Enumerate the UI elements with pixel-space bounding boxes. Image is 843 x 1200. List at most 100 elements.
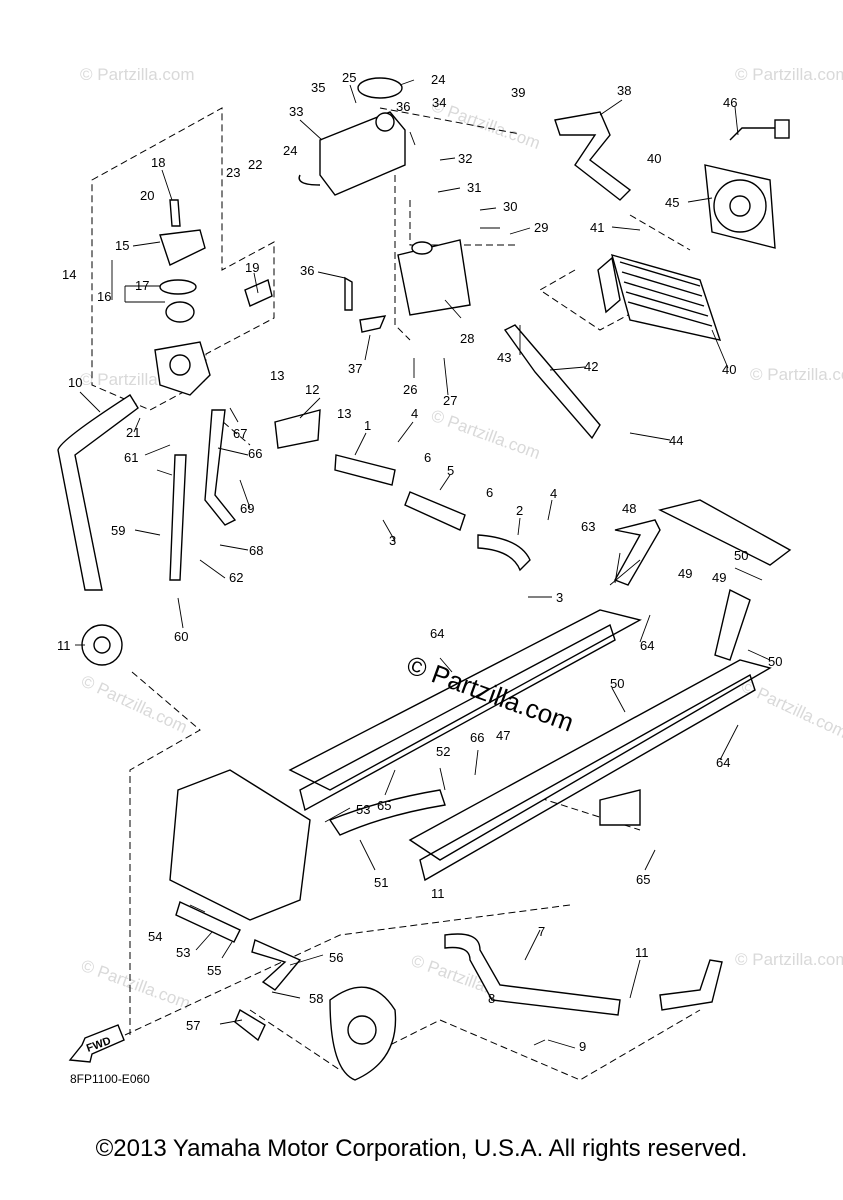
diagram-code: 8FP1100-E060 [70,1072,150,1086]
callout-number: 46 [723,95,737,110]
callout-number: 41 [590,220,604,235]
callout-number: 40 [647,151,661,166]
callout-number: 18 [151,155,165,170]
callout-number: 32 [458,151,472,166]
callout-number: 54 [148,929,162,944]
callout-number: 7 [538,924,545,939]
callout-number: 35 [311,80,325,95]
callout-number: 4 [411,406,418,421]
callout-number: 8 [488,991,495,1006]
callout-number: 42 [584,359,598,374]
callout-number: 64 [640,638,654,653]
callout-number: 53 [176,945,190,960]
callout-number: 14 [62,267,76,282]
callout-number: 58 [309,991,323,1006]
callout-number: 65 [636,872,650,887]
callout-number: 11 [635,945,649,960]
callout-number: 11 [57,638,71,653]
callout-number: 1 [364,418,371,433]
callout-number: 22 [248,157,262,172]
callout-number: 49 [712,570,726,585]
assembly-boundaries [91,107,701,1081]
callout-number: 45 [665,195,679,210]
callout-number: 24 [431,72,445,87]
callout-number: 51 [374,875,388,890]
callout-number: 12 [305,382,319,397]
callout-number: 11 [431,886,445,901]
copyright-notice: ©2013 Yamaha Motor Corporation, U.S.A. A… [95,1135,748,1162]
callout-number: 38 [617,83,631,98]
callout-number: 28 [460,331,474,346]
callout-number: 33 [289,104,303,119]
water-pump [81,624,397,1081]
callout-number: 30 [503,199,517,214]
callout-number: 3 [556,590,563,605]
callout-number: 13 [337,406,351,421]
callout-number: 26 [403,382,417,397]
callout-number: 2 [516,503,523,518]
callout-number: 65 [377,798,391,813]
coolant-hoses [57,111,751,1042]
callout-number: 36 [396,99,410,114]
callout-number: 66 [248,446,262,461]
watermark: © Partzilla.com [429,406,543,463]
callout-number: 50 [734,548,748,563]
callout-number: 17 [135,278,149,293]
callout-number: 4 [550,486,557,501]
callout-number: 31 [467,180,481,195]
callout-number: 66 [470,730,484,745]
callout-number: 25 [342,70,356,85]
callout-number: 37 [348,361,362,376]
callout-number: 34 [432,95,446,110]
callout-number: 68 [249,543,263,558]
callout-number: 40 [722,362,736,377]
callout-number: 67 [233,426,247,441]
callout-number: 63 [581,519,595,534]
callout-number: 29 [534,220,548,235]
callout-number: 21 [126,425,140,440]
watermark: © Partzilla.com [750,365,843,384]
callout-number: 5 [447,463,454,478]
callout-number: 43 [497,350,511,365]
watermark: © Partzilla.com [78,671,190,737]
callout-number: 9 [579,1039,586,1054]
callout-number: 64 [716,755,730,770]
callout-number: 56 [329,950,343,965]
callout-number: 16 [97,289,111,304]
callout-number: 20 [140,188,154,203]
callout-number: 50 [768,654,782,669]
callout-number: 60 [174,629,188,644]
callout-number: 50 [610,676,624,691]
fwd-arrow-icon: FWD [68,1024,125,1063]
callout-number: 62 [229,570,243,585]
callout-number: 36 [300,263,314,278]
callout-number: 57 [186,1018,200,1033]
callout-number: 55 [207,963,221,978]
callout-number: 52 [436,744,450,759]
callout-number: 13 [270,368,284,383]
callout-number: 3 [389,533,396,548]
callout-number: 19 [245,260,259,275]
callout-number: 44 [669,433,683,448]
callout-number: 6 [424,450,431,465]
callout-number: 24 [283,143,297,158]
callout-number: 48 [622,501,636,516]
callout-number: 15 [115,238,129,253]
callout-number: 64 [430,626,444,641]
callout-number: 27 [443,393,457,408]
watermark: © Partzilla.com [735,65,843,84]
watermark: © Partzilla.com [79,956,193,1013]
callout-number: 10 [68,375,82,390]
callout-number: 47 [496,728,510,743]
callout-number: 53 [356,802,370,817]
callouts: 1 2 3 3 4 4 5 6 6 7 8 9 10 11 11 11 12 1… [57,70,782,1054]
frame-rails [169,499,792,921]
leader-lines [75,79,771,1049]
reservoir-tank [298,77,471,333]
callout-number: 6 [486,485,493,500]
thermostat-assembly [154,199,273,396]
callout-number: 49 [678,566,692,581]
watermark: © Partzilla.com [735,950,843,969]
callout-number: 59 [111,523,125,538]
